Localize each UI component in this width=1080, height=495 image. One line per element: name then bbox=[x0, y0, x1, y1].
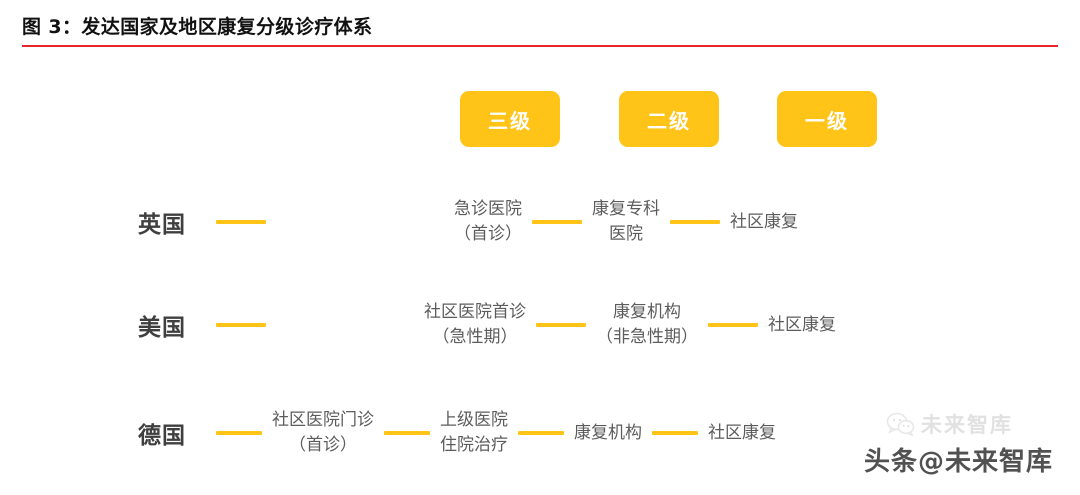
pathway-node-line: 社区医院首诊 bbox=[424, 302, 526, 322]
pathway-node: 社区康复 bbox=[758, 313, 846, 338]
pathway-node: 社区康复 bbox=[698, 421, 786, 446]
pathway-connector bbox=[708, 323, 758, 327]
pathway-node-line: （首诊） bbox=[454, 224, 522, 244]
level-box-tertiary[interactable]: 三级 bbox=[460, 91, 560, 147]
level-box-label: 二级 bbox=[647, 108, 691, 133]
care-pathway-chain: 社区医院首诊 （急性期） 康复机构 （非急性期） 社区康复 bbox=[216, 293, 846, 357]
pathway-node-line: 医院 bbox=[609, 224, 643, 244]
country-label: 美国 bbox=[138, 315, 186, 341]
pathway-node: 康复机构 bbox=[564, 421, 652, 446]
pathway-connector bbox=[652, 431, 698, 435]
level-box-secondary[interactable]: 二级 bbox=[619, 91, 719, 147]
pathway-connector bbox=[670, 220, 720, 224]
pathway-connector bbox=[216, 431, 262, 435]
pathway-node: 急诊医院 （首诊） bbox=[444, 197, 532, 247]
pathway-connector bbox=[216, 220, 266, 224]
pathway-node-line: 上级医院 bbox=[440, 410, 508, 430]
pathway-node-line: 康复专科 bbox=[592, 199, 660, 219]
pathway-connector bbox=[536, 323, 586, 327]
pathway-node: 康复机构 （非急性期） bbox=[586, 300, 708, 350]
country-row-usa: 美国 社区医院首诊 （急性期） 康复机构 （非急性期） 社区康复 bbox=[0, 293, 1080, 357]
pathway-node-line: （急性期） bbox=[432, 327, 518, 347]
pathway-node-line: 社区康复 bbox=[708, 422, 776, 443]
pathway-node-line: （首诊） bbox=[289, 435, 357, 455]
level-box-label: 三级 bbox=[488, 108, 532, 133]
level-box-primary[interactable]: 一级 bbox=[777, 91, 877, 147]
country-label: 德国 bbox=[138, 423, 186, 449]
pathway-node: 康复专科 医院 bbox=[582, 197, 670, 247]
country-row-germany: 德国 社区医院门诊 （首诊） 上级医院 住院治疗 康复机构 社区康复 bbox=[0, 401, 1080, 465]
pathway-node-line: 急诊医院 bbox=[454, 199, 522, 219]
pathway-connector bbox=[384, 431, 430, 435]
pathway-node: 社区医院门诊 （首诊） bbox=[262, 408, 384, 458]
level-box-label: 一级 bbox=[805, 108, 849, 133]
care-pathway-chain: 急诊医院 （首诊） 康复专科 医院 社区康复 bbox=[216, 190, 808, 254]
level-header-row: 三级 二级 一级 bbox=[0, 91, 1080, 147]
country-label: 英国 bbox=[138, 212, 186, 238]
title-divider bbox=[22, 45, 1058, 47]
pathway-node-line: 社区康复 bbox=[768, 314, 836, 335]
pathway-node-line: 康复机构 bbox=[574, 422, 642, 443]
country-row-uk: 英国 急诊医院 （首诊） 康复专科 医院 社区康复 bbox=[0, 190, 1080, 254]
pathway-node-line: 住院治疗 bbox=[440, 435, 508, 455]
pathway-connector bbox=[518, 431, 564, 435]
pathway-node-line: 社区康复 bbox=[730, 211, 798, 232]
pathway-node-line: 康复机构 bbox=[613, 302, 681, 322]
care-pathway-chain: 社区医院门诊 （首诊） 上级医院 住院治疗 康复机构 社区康复 bbox=[216, 401, 786, 465]
pathway-node: 上级医院 住院治疗 bbox=[430, 408, 518, 458]
pathway-connector bbox=[532, 220, 582, 224]
pathway-node-line: （非急性期） bbox=[596, 327, 698, 347]
page-title: 图 3：发达国家及地区康复分级诊疗体系 bbox=[22, 16, 373, 38]
pathway-connector bbox=[216, 323, 266, 327]
pathway-node: 社区医院首诊 （急性期） bbox=[414, 300, 536, 350]
pathway-node: 社区康复 bbox=[720, 210, 808, 235]
pathway-node-line: 社区医院门诊 bbox=[272, 410, 374, 430]
